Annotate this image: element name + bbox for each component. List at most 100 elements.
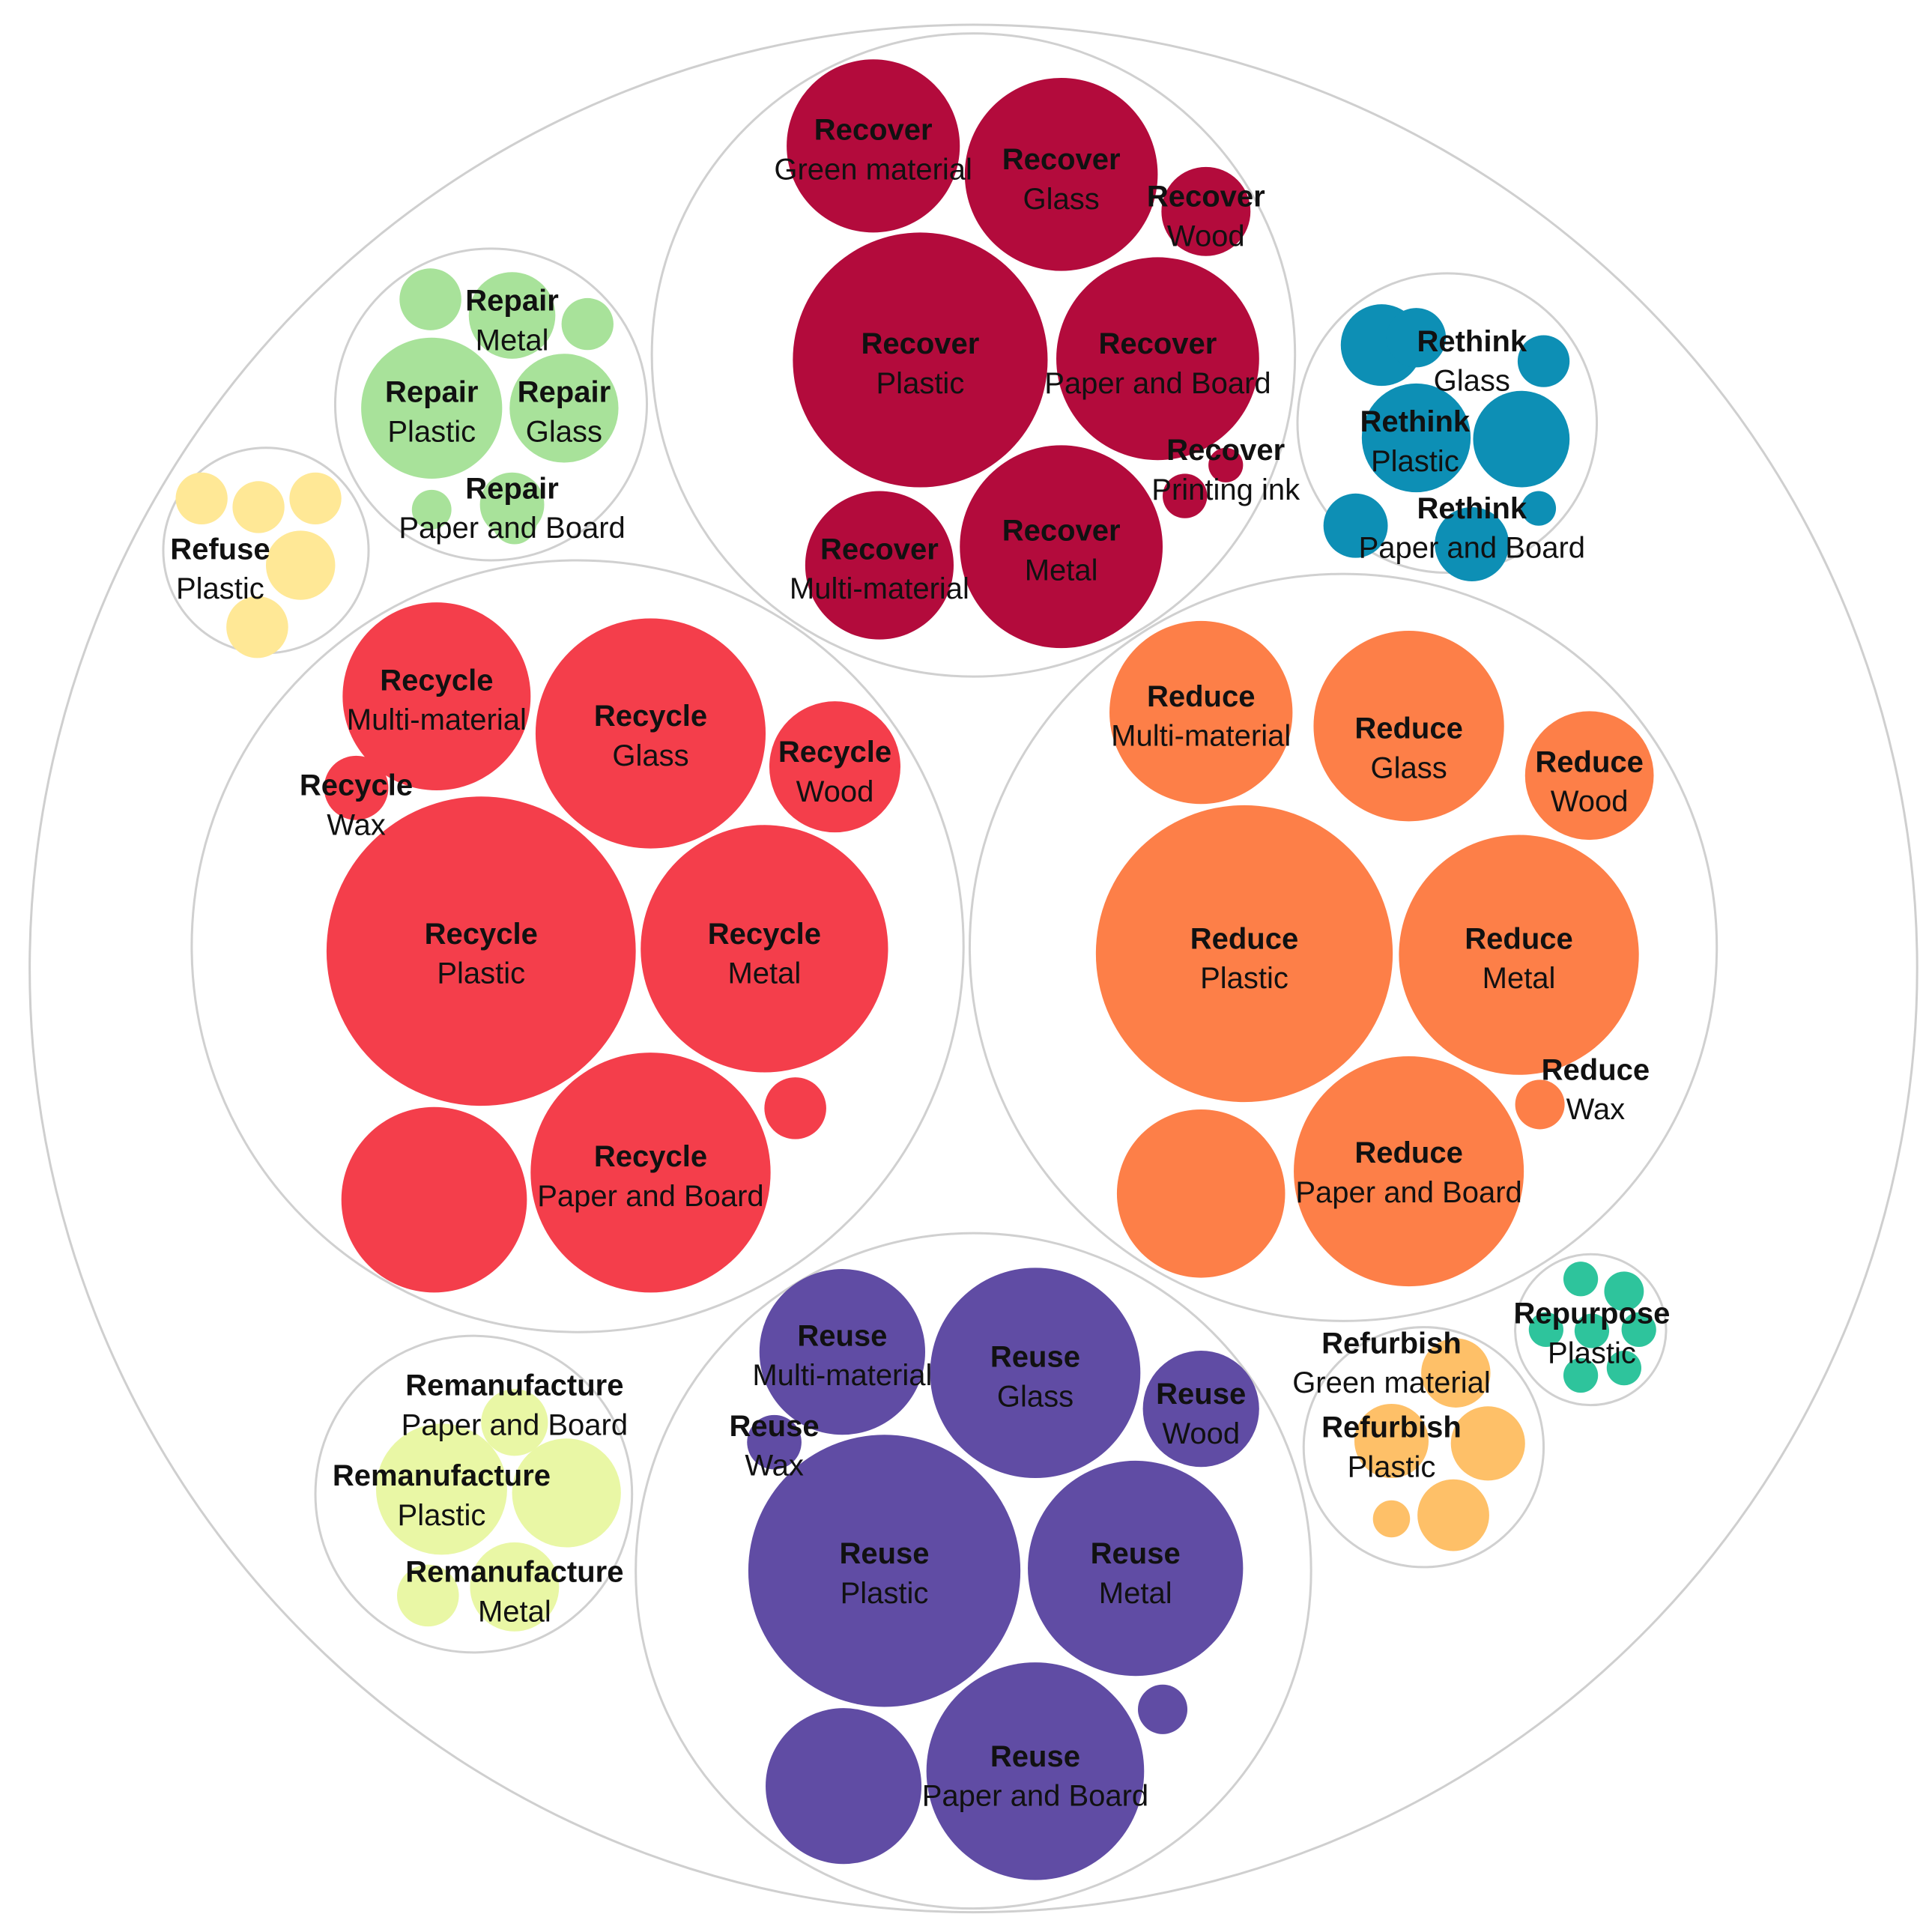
- rethink-bubble[interactable]: [1521, 491, 1557, 526]
- refurbish-plastic-material-label: Plastic: [1348, 1450, 1436, 1483]
- recover-printing-ink-material-label: Printing ink: [1151, 473, 1300, 506]
- repair-paper-and-board-bubble[interactable]: [479, 472, 545, 537]
- recover-multi-material-bubble[interactable]: [805, 491, 954, 640]
- reduce-multi-material-bubble[interactable]: [1109, 620, 1293, 805]
- recover-glass-bubble[interactable]: [964, 78, 1158, 271]
- repurpose-plastic-bubble[interactable]: [1574, 1313, 1610, 1348]
- refuse-bubble[interactable]: [232, 481, 285, 533]
- repair-bubble[interactable]: [399, 268, 461, 330]
- rethink-paper-and-board-bubble[interactable]: [1435, 506, 1509, 582]
- reuse-glass-bubble[interactable]: [930, 1268, 1141, 1479]
- recycle-multi-material-bubble[interactable]: [342, 602, 531, 791]
- refuse-bubble[interactable]: [289, 472, 342, 525]
- remanufacture-bubble[interactable]: [512, 1438, 621, 1548]
- repair-bubble[interactable]: [411, 489, 452, 530]
- recycle-paper-and-board-strategy-label: Recycle: [594, 1140, 707, 1173]
- recycle-wax-bubble[interactable]: [324, 755, 389, 820]
- repurpose-bubble[interactable]: [1563, 1357, 1599, 1393]
- recycle-plastic-material-label: Plastic: [437, 957, 525, 990]
- recover-bubble[interactable]: [1163, 473, 1208, 518]
- reuse-plastic-bubble[interactable]: [748, 1435, 1021, 1707]
- refuse-bubble[interactable]: [175, 472, 228, 525]
- rethink-bubble[interactable]: [1323, 493, 1388, 558]
- rethink-paper-and-board-strategy-label: Rethink: [1417, 492, 1527, 525]
- repurpose-plastic-material-label: Plastic: [1548, 1336, 1636, 1369]
- reuse-wood-bubble[interactable]: [1142, 1350, 1259, 1468]
- refurbish-green-material-bubble[interactable]: [1421, 1338, 1491, 1408]
- recover-metal-bubble[interactable]: [960, 445, 1163, 649]
- reduce-paper-and-board-bubble[interactable]: [1294, 1056, 1524, 1287]
- reuse-wax-bubble[interactable]: [747, 1414, 802, 1470]
- recover-paper-and-board-bubble[interactable]: [1056, 257, 1259, 461]
- refuse-plastic-strategy-label: Refuse: [170, 533, 270, 566]
- refurbish-plastic-bubble[interactable]: [1354, 1403, 1429, 1479]
- reduce-glass-strategy-label: Reduce: [1354, 712, 1463, 745]
- refurbish-bubble[interactable]: [1450, 1406, 1525, 1481]
- reuse-bubble[interactable]: [766, 1708, 922, 1865]
- remanufacture-metal-bubble[interactable]: [470, 1542, 560, 1632]
- recover-green-material-bubble[interactable]: [787, 59, 960, 233]
- recycle-paper-and-board-bubble[interactable]: [530, 1053, 771, 1293]
- reuse-paper-and-board-bubble[interactable]: [926, 1662, 1145, 1880]
- refuse-bubble[interactable]: [226, 596, 288, 658]
- repair-metal-material-label: Metal: [476, 324, 549, 357]
- reduce-plastic-material-label: Plastic: [1200, 962, 1288, 995]
- rethink-glass-material-label: Glass: [1434, 365, 1510, 398]
- rethink-plastic-bubble[interactable]: [1361, 383, 1471, 493]
- repurpose-bubble[interactable]: [1528, 1312, 1563, 1348]
- recycle-glass-bubble[interactable]: [535, 618, 766, 849]
- reuse-multi-material-bubble[interactable]: [759, 1269, 926, 1435]
- repurpose-bubble[interactable]: [1606, 1350, 1641, 1386]
- reduce-wax-bubble[interactable]: [1515, 1079, 1565, 1130]
- repair-metal-bubble[interactable]: [468, 272, 556, 359]
- remanufacture-bubble[interactable]: [396, 1564, 459, 1627]
- remanufacture-plastic-bubble[interactable]: [375, 1423, 507, 1555]
- repair-bubble[interactable]: [561, 297, 614, 351]
- reuse-metal-bubble[interactable]: [1028, 1460, 1244, 1677]
- recycle-plastic-bubble[interactable]: [326, 796, 636, 1106]
- recycle-wood-bubble[interactable]: [769, 701, 900, 833]
- reduce-glass-bubble[interactable]: [1313, 631, 1504, 822]
- repair-group: [333, 247, 649, 562]
- remanufacture-metal-strategy-label: Remanufacture: [405, 1556, 623, 1589]
- recover-multi-material-material-label: Multi-material: [790, 572, 969, 605]
- recycle-bubble[interactable]: [341, 1106, 527, 1293]
- repurpose-bubble[interactable]: [1604, 1271, 1644, 1312]
- recycle-glass-strategy-label: Recycle: [594, 700, 707, 733]
- rethink-bubble[interactable]: [1473, 390, 1570, 488]
- rethink-glass-bubble[interactable]: [1386, 308, 1447, 368]
- reduce-wood-bubble[interactable]: [1524, 711, 1654, 841]
- repurpose-group: [1514, 1253, 1668, 1407]
- reduce-metal-bubble[interactable]: [1399, 835, 1639, 1075]
- recover-printing-ink-bubble[interactable]: [1208, 447, 1244, 482]
- repair-glass-bubble[interactable]: [509, 354, 619, 463]
- refurbish-green-material-material-label: Green material: [1292, 1366, 1491, 1399]
- remanufacture-plastic-material-label: Plastic: [398, 1499, 486, 1532]
- reduce-wax-material-label: Wax: [1566, 1093, 1626, 1126]
- recover-paper-and-board-material-label: Paper and Board: [1044, 367, 1271, 400]
- refurbish-bubble[interactable]: [1417, 1479, 1489, 1551]
- recover-wood-bubble[interactable]: [1161, 166, 1251, 256]
- recycle-metal-material-label: Metal: [727, 957, 801, 990]
- reuse-plastic-strategy-label: Reuse: [839, 1537, 929, 1570]
- reduce-bubble[interactable]: [1116, 1109, 1286, 1278]
- recover-plastic-bubble[interactable]: [793, 232, 1048, 488]
- reuse-glass-strategy-label: Reuse: [990, 1340, 1080, 1373]
- recycle-plastic-strategy-label: Recycle: [425, 918, 538, 951]
- repurpose-bubble[interactable]: [1621, 1312, 1656, 1348]
- recycle-multi-material-strategy-label: Recycle: [380, 664, 493, 697]
- reuse-paper-and-board-material-label: Paper and Board: [922, 1780, 1148, 1813]
- recycle-metal-strategy-label: Recycle: [708, 918, 821, 951]
- rethink-bubble[interactable]: [1517, 335, 1570, 387]
- refuse-plastic-bubble[interactable]: [265, 530, 336, 600]
- remanufacture-paper-and-board-bubble[interactable]: [481, 1389, 548, 1456]
- repurpose-bubble[interactable]: [1563, 1262, 1599, 1297]
- recycle-metal-bubble[interactable]: [641, 825, 888, 1073]
- recycle-bubble[interactable]: [764, 1077, 826, 1139]
- reuse-bubble[interactable]: [1138, 1684, 1188, 1734]
- reduce-plastic-bubble[interactable]: [1095, 805, 1393, 1103]
- repair-plastic-bubble[interactable]: [361, 337, 503, 479]
- refurbish-bubble[interactable]: [1372, 1500, 1411, 1538]
- repair-paper-and-board-strategy-label: Repair: [465, 472, 559, 505]
- recycle-wood-material-label: Wood: [796, 775, 874, 808]
